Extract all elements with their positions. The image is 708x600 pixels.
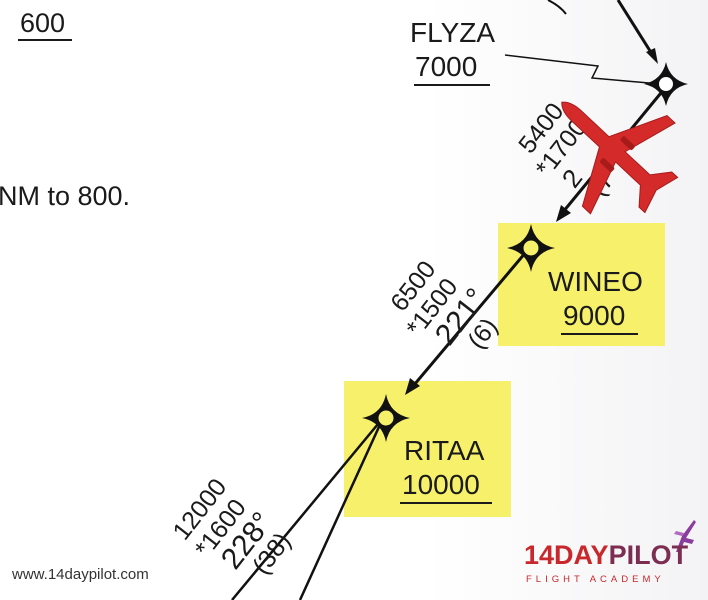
logo-wordmark-purple: PILOT [608, 540, 689, 570]
flyza-leader-line [504, 54, 661, 85]
flyza-name: FLYZA [410, 17, 495, 48]
leg-flyza-wineo-arrowhead [556, 205, 571, 222]
flyza-fix-symbol [644, 62, 688, 106]
leg-ritaa-out-labels: 12000 *1600 228° (38) [167, 473, 296, 579]
wineo-altitude: 9000 [563, 300, 625, 331]
top-left-altitude: 600 [20, 8, 65, 38]
inbound-arrowhead [646, 48, 658, 64]
inbound-track-line [616, 0, 654, 55]
logo-plane-icon [674, 520, 696, 552]
wineo-fix-symbol [507, 224, 555, 272]
leg-wineo-ritaa-labels: 6500 *1500 221° (6) [385, 256, 503, 355]
flyza-altitude: 7000 [415, 51, 477, 82]
wineo-name: WINEO [548, 266, 643, 297]
leg-ritaa-outbound-line-2 [298, 417, 385, 600]
brand-logo: 14DAYPILOT FLIGHT ACADEMY [524, 518, 704, 594]
leg-wineo-ritaa-arrowhead [405, 378, 420, 395]
aircraft-icon [561, 101, 679, 215]
leg-ritaa-outbound-line [231, 417, 384, 600]
partial-label-top [547, 0, 567, 15]
note-text: NM to 800. [0, 181, 130, 211]
website-url: www.14daypilot.com [12, 566, 149, 583]
logo-wordmark-red: 14DAY [524, 540, 609, 570]
leg-wineo-ritaa-line [412, 251, 528, 386]
logo-subtitle: FLIGHT ACADEMY [526, 574, 665, 585]
logo-wordmark: 14DAYPILOT [524, 540, 688, 571]
ritaa-fix-symbol [362, 394, 410, 442]
ritaa-highlight [344, 381, 511, 517]
ritaa-altitude: 10000 [402, 469, 480, 500]
ritaa-name: RITAA [404, 435, 485, 466]
